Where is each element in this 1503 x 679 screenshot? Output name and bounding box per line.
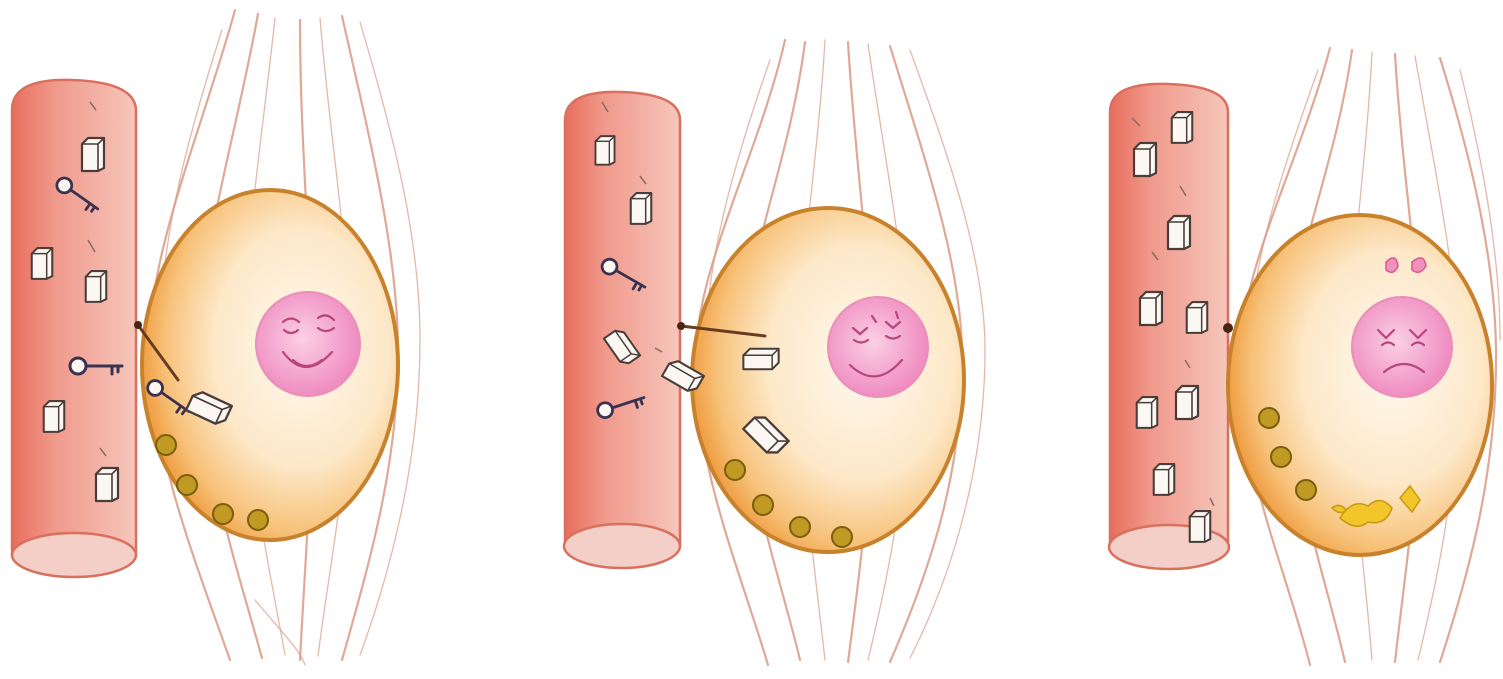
receptor-panel-3	[1223, 323, 1233, 333]
nucleus-face-icon	[256, 292, 360, 396]
blood-vessel-panel-3	[1109, 84, 1229, 569]
blood-vessel-panel-1	[12, 80, 136, 577]
panel-2	[564, 40, 985, 665]
panel-1	[12, 10, 420, 665]
blood-vessel-panel-2	[564, 92, 680, 568]
panel-3	[1109, 48, 1500, 665]
nucleus-face-icon	[1352, 297, 1452, 397]
cell-panel-3	[1223, 215, 1492, 555]
nucleus-face-icon	[828, 297, 928, 397]
cell-panel-2	[662, 208, 964, 552]
cell-panel-1	[134, 190, 398, 540]
